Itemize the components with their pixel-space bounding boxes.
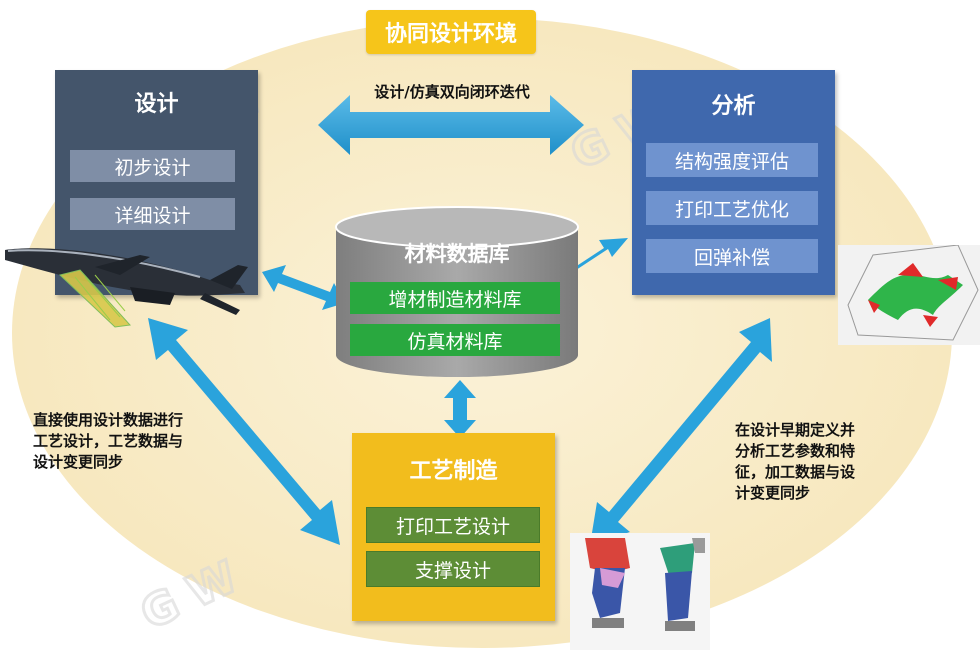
right-note-line-2: 分析工艺参数和特: [735, 442, 856, 460]
manufacturing-item-support: 支撑设计: [366, 551, 540, 587]
right-note: 在设计早期定义并 分析工艺参数和特 征，加工数据与设 计变更同步: [735, 420, 895, 504]
design-item-preliminary: 初步设计: [70, 150, 235, 182]
left-note-line-1: 直接使用设计数据进行: [33, 411, 184, 429]
database-item-simulation-materials: 仿真材料库: [350, 324, 560, 356]
design-item-detailed: 详细设计: [70, 198, 235, 230]
printed-part-image: [570, 533, 710, 650]
manufacturing-title: 工艺制造: [409, 459, 498, 484]
top-arrow-label: 设计/仿真双向闭环迭代: [374, 83, 530, 101]
analysis-manufacturing-arrow: [590, 318, 772, 545]
analysis-item-springback: 回弹补偿: [646, 239, 818, 273]
right-note-line-3: 征，加工数据与设: [735, 463, 856, 481]
database-item-am-materials: 增材制造材料库: [350, 282, 560, 314]
manufacturing-item-print-process: 打印工艺设计: [366, 507, 540, 543]
diagram-title: 协同设计环境: [366, 10, 536, 54]
analysis-panel: 分析 结构强度评估 打印工艺优化 回弹补偿: [632, 70, 835, 295]
airplane-image: [5, 248, 248, 328]
left-note: 直接使用设计数据进行 工艺设计，工艺数据与 设计变更同步: [33, 410, 223, 473]
analysis-item-strength: 结构强度评估: [646, 143, 818, 177]
database-title: 材料数据库: [404, 242, 510, 266]
analysis-title: 分析: [711, 94, 756, 119]
left-note-line-3: 设计变更同步: [33, 453, 124, 471]
topology-bracket-image: [838, 245, 980, 345]
design-title: 设计: [134, 92, 179, 117]
right-note-line-4: 计变更同步: [735, 484, 811, 502]
design-database-arrow: [262, 265, 345, 310]
database-manufacturing-arrow: [444, 380, 476, 438]
manufacturing-panel: 工艺制造 打印工艺设计 支撑设计: [352, 433, 555, 621]
analysis-item-print-optimization: 打印工艺优化: [646, 191, 818, 225]
design-manufacturing-arrow: [148, 318, 340, 545]
left-note-line-2: 工艺设计，工艺数据与: [33, 432, 184, 450]
right-note-line-1: 在设计早期定义并: [735, 421, 856, 439]
top-double-arrow: [318, 95, 584, 155]
